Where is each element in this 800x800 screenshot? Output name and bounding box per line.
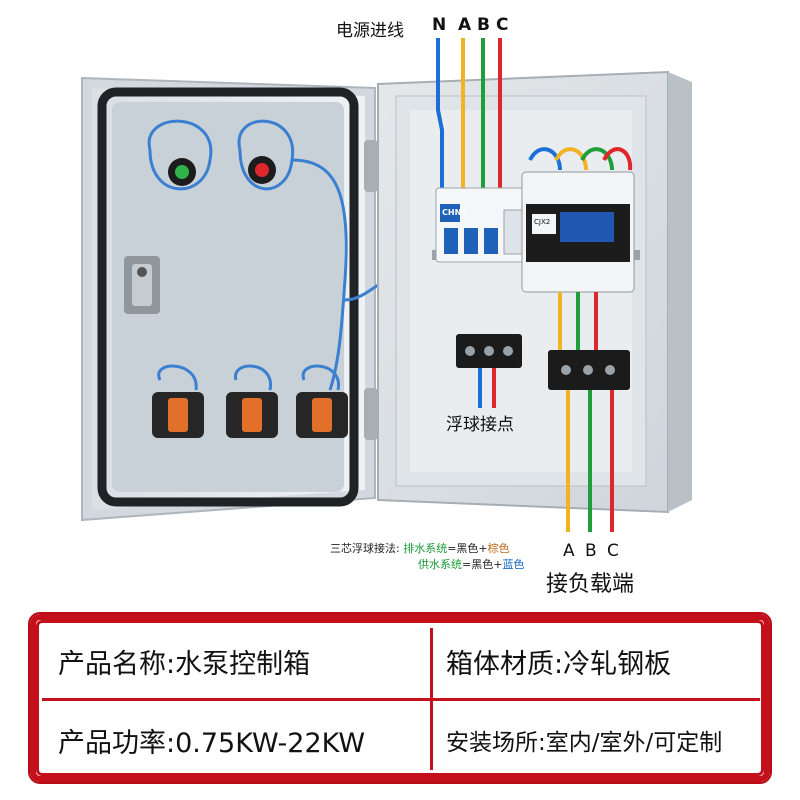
door-seal-gasket	[97, 87, 359, 507]
supply-system-label: 供水系统	[418, 558, 462, 571]
breaker-brand: CHNT	[442, 208, 467, 217]
phase-a-label: A	[458, 15, 472, 35]
float-ball-label: 浮球接点	[446, 415, 514, 435]
drain-system-color: 棕色	[487, 542, 510, 555]
drain-system-label: 排水系统	[403, 542, 448, 555]
selector-switch-1-icon	[152, 392, 204, 438]
spec-power: 产品功率:0.75KW-22KW	[58, 727, 366, 759]
control-box-illustration	[81, 38, 692, 532]
indicator-lamp-green-icon	[168, 158, 196, 186]
incoming-wires	[436, 38, 502, 190]
load-phase-a-label: A	[563, 541, 575, 561]
phase-b-label: B	[477, 15, 490, 35]
wiring-note-line1: 三芯浮球接法: 排水系统=黑色+棕色	[330, 541, 510, 556]
load-wires	[566, 390, 614, 532]
contactor-brand: CJX2	[534, 218, 551, 226]
power-in-label: 电源进线	[336, 21, 404, 41]
hinge-bottom-icon	[364, 388, 378, 440]
spec-product-name: 产品名称:水泵控制箱	[58, 648, 311, 680]
door-lock-icon	[124, 256, 160, 314]
phase-n-label: N	[432, 15, 447, 35]
spec-card	[28, 612, 772, 784]
circuit-breaker-icon	[435, 187, 529, 263]
door-wiring	[147, 119, 401, 391]
hinge-top-icon	[364, 140, 378, 192]
supply-system-eq: =黑色+	[462, 558, 503, 571]
wiring-note-line2: 供水系统=黑色+蓝色	[418, 557, 524, 572]
indicator-lamp-red-icon	[248, 156, 276, 184]
spec-install-location: 安装场所:室内/室外/可定制	[446, 730, 723, 756]
spec-divider-vertical	[430, 628, 433, 770]
wiring-note-prefix: 三芯浮球接法:	[330, 542, 400, 555]
phase-c-label: C	[496, 15, 509, 35]
selector-switch-2-icon	[226, 392, 278, 438]
selector-switch-3-icon	[296, 392, 348, 438]
float-ball-terminal-icon	[456, 334, 522, 408]
contactor-icon	[521, 147, 635, 293]
load-terminal-title: 接负载端	[546, 572, 635, 597]
load-terminal-icon	[548, 292, 630, 390]
drain-system-eq: =黑色+	[447, 542, 488, 555]
load-phase-b-label: B	[585, 541, 597, 561]
cabinet-door	[81, 76, 401, 522]
supply-system-color: 蓝色	[502, 558, 525, 571]
spec-material: 箱体材质:冷轧钢板	[446, 648, 672, 680]
load-phase-c-label: C	[607, 541, 619, 561]
spec-divider-horizontal	[42, 698, 760, 701]
